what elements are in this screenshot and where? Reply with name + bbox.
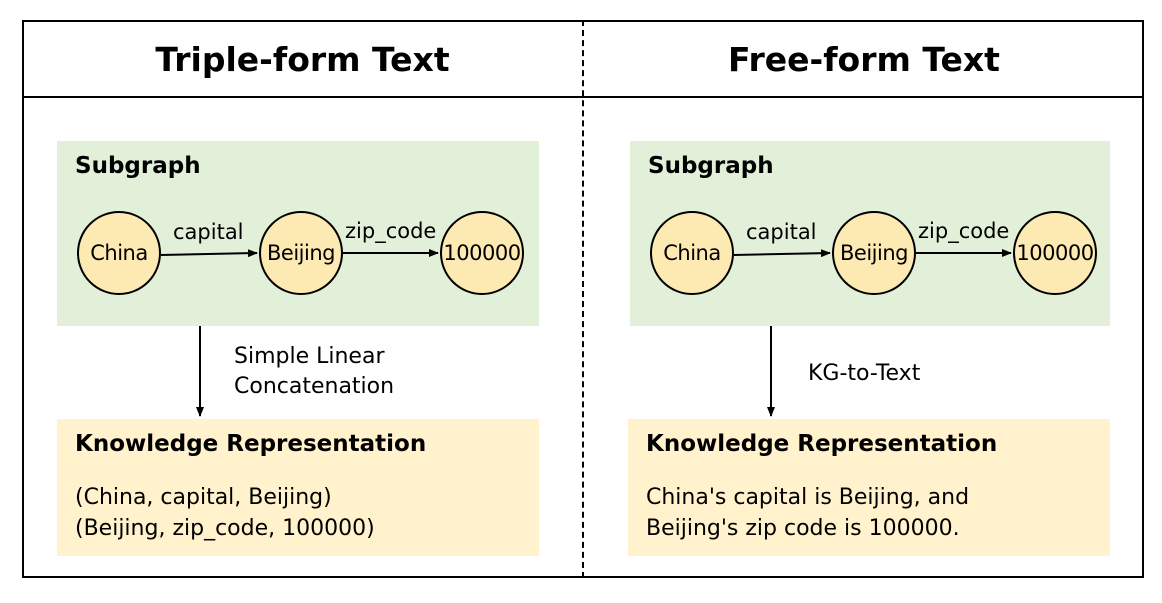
subgraph-title: Subgraph — [75, 153, 201, 179]
subgraph-title: Subgraph — [648, 153, 774, 179]
process-label-kg-to-text: KG-to-Text — [808, 361, 921, 386]
panel-divider — [582, 20, 584, 578]
edge-label-capital: capital — [746, 220, 817, 244]
edge-label-zip-code: zip_code — [918, 219, 1010, 243]
node-100000: 100000 — [440, 211, 524, 295]
knowledge-box-left: Knowledge Representation (China, capital… — [57, 419, 539, 556]
edge-label-zip-code: zip_code — [345, 219, 437, 243]
node-beijing: Beijing — [832, 211, 916, 295]
knowledge-line: Beijing's zip code is 100000. — [646, 516, 960, 541]
node-china: China — [650, 211, 734, 295]
node-beijing: Beijing — [259, 211, 343, 295]
knowledge-line: (China, capital, Beijing) — [75, 485, 332, 510]
process-label-line: Simple Linear — [234, 344, 385, 369]
node-china: China — [77, 211, 161, 295]
knowledge-text: (China, capital, Beijing) (Beijing, zip_… — [75, 482, 375, 544]
panel-title-free-form: Free-form Text — [728, 40, 1000, 79]
knowledge-title: Knowledge Representation — [75, 431, 427, 457]
knowledge-line: China's capital is Beijing, and — [646, 485, 970, 510]
node-100000: 100000 — [1013, 211, 1097, 295]
process-label-line: Concatenation — [234, 374, 395, 399]
panel-title-triple-form: Triple-form Text — [155, 40, 450, 79]
knowledge-line: (Beijing, zip_code, 100000) — [75, 516, 375, 541]
edge-label-capital: capital — [173, 220, 244, 244]
knowledge-text: China's capital is Beijing, and Beijing'… — [646, 482, 969, 544]
knowledge-box-right: Knowledge Representation China's capital… — [628, 419, 1110, 556]
knowledge-title: Knowledge Representation — [646, 431, 998, 457]
